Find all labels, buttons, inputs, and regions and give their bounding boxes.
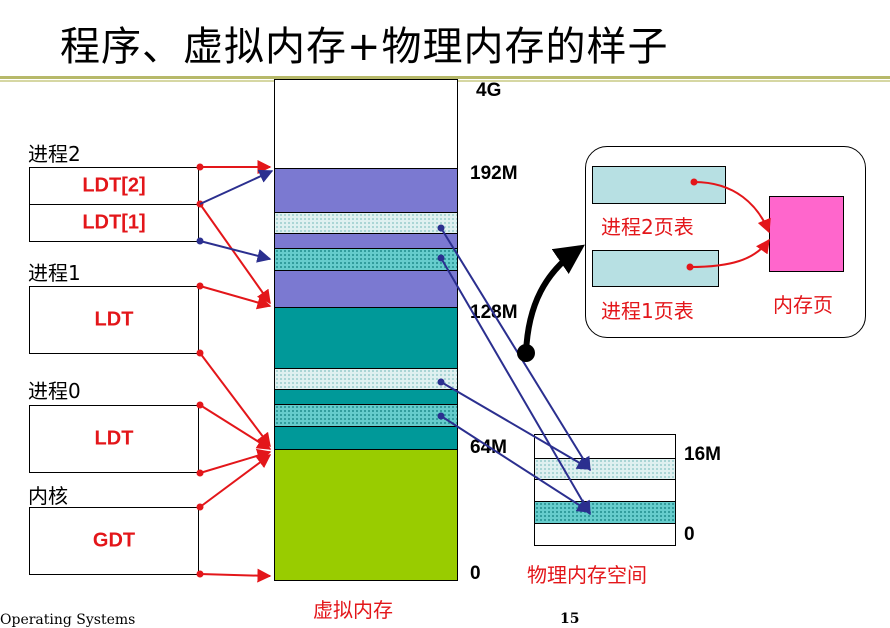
process0-ldt-box: LDT: [29, 405, 199, 473]
process1-page-table-box: [592, 250, 719, 287]
process2-label: 进程2: [28, 142, 81, 166]
vm-process1-page-light: [274, 368, 458, 390]
pm-free-top: [534, 434, 676, 459]
page-number: 15: [560, 611, 580, 627]
pm-free-bottom: [534, 523, 676, 546]
kernel-label: 内核: [28, 484, 68, 508]
virtual-memory-label: 虚拟内存: [313, 598, 393, 622]
process1-ldt-text: LDT: [94, 308, 134, 331]
ldt2-text: LDT[2]: [82, 174, 146, 197]
red-descriptor-arrows: [199, 160, 771, 583]
kernel-gdt-box: GDT: [29, 507, 199, 575]
memory-page-box: [769, 196, 844, 272]
vm-process2-seg-c: [274, 270, 458, 308]
process1-ldt-box: LDT: [29, 286, 199, 354]
vm-process2-page-dotted: [274, 248, 458, 271]
ldt1-text: LDT[1]: [82, 211, 146, 234]
page-title: 程序、虚拟内存+物理内存的样子: [60, 24, 669, 70]
vm-kernel-seg: [274, 449, 458, 581]
process0-label: 进程0: [28, 379, 81, 403]
kernel-gdt-text: GDT: [92, 529, 136, 552]
vm-mark-192m: 192M: [470, 163, 518, 184]
blue-dots: [196, 224, 445, 420]
ldt2-box: LDT[2]: [29, 167, 199, 205]
pm-mark-0: 0: [684, 524, 695, 545]
vm-process2-page-light: [274, 212, 458, 234]
footer-course: Operating Systems: [0, 612, 136, 628]
physical-memory-label: 物理内存空间: [527, 563, 647, 587]
title-divider: [0, 76, 890, 79]
process2-page-table-label: 进程2页表: [601, 215, 694, 239]
process1-page-table-label: 进程1页表: [601, 299, 694, 323]
blue-mapping-arrows: [199, 169, 592, 516]
vm-mark-0: 0: [470, 563, 481, 584]
ldt1-box: LDT[1]: [29, 204, 199, 242]
vm-mark-4g: 4G: [476, 80, 502, 101]
callout-arrow: [517, 244, 585, 362]
process2-page-table-box: [592, 166, 726, 204]
process1-label: 进程1: [28, 261, 81, 285]
red-dots: [196, 163, 698, 578]
pm-page-light: [534, 458, 676, 480]
memory-page-label: 内存页: [773, 293, 833, 317]
process0-ldt-text: LDT: [94, 427, 134, 450]
vm-process1-page-dotted: [274, 404, 458, 427]
pm-mark-16m: 16M: [684, 444, 721, 465]
vm-process1-seg-c: [274, 426, 458, 450]
vm-process1-seg-a: [274, 307, 458, 369]
